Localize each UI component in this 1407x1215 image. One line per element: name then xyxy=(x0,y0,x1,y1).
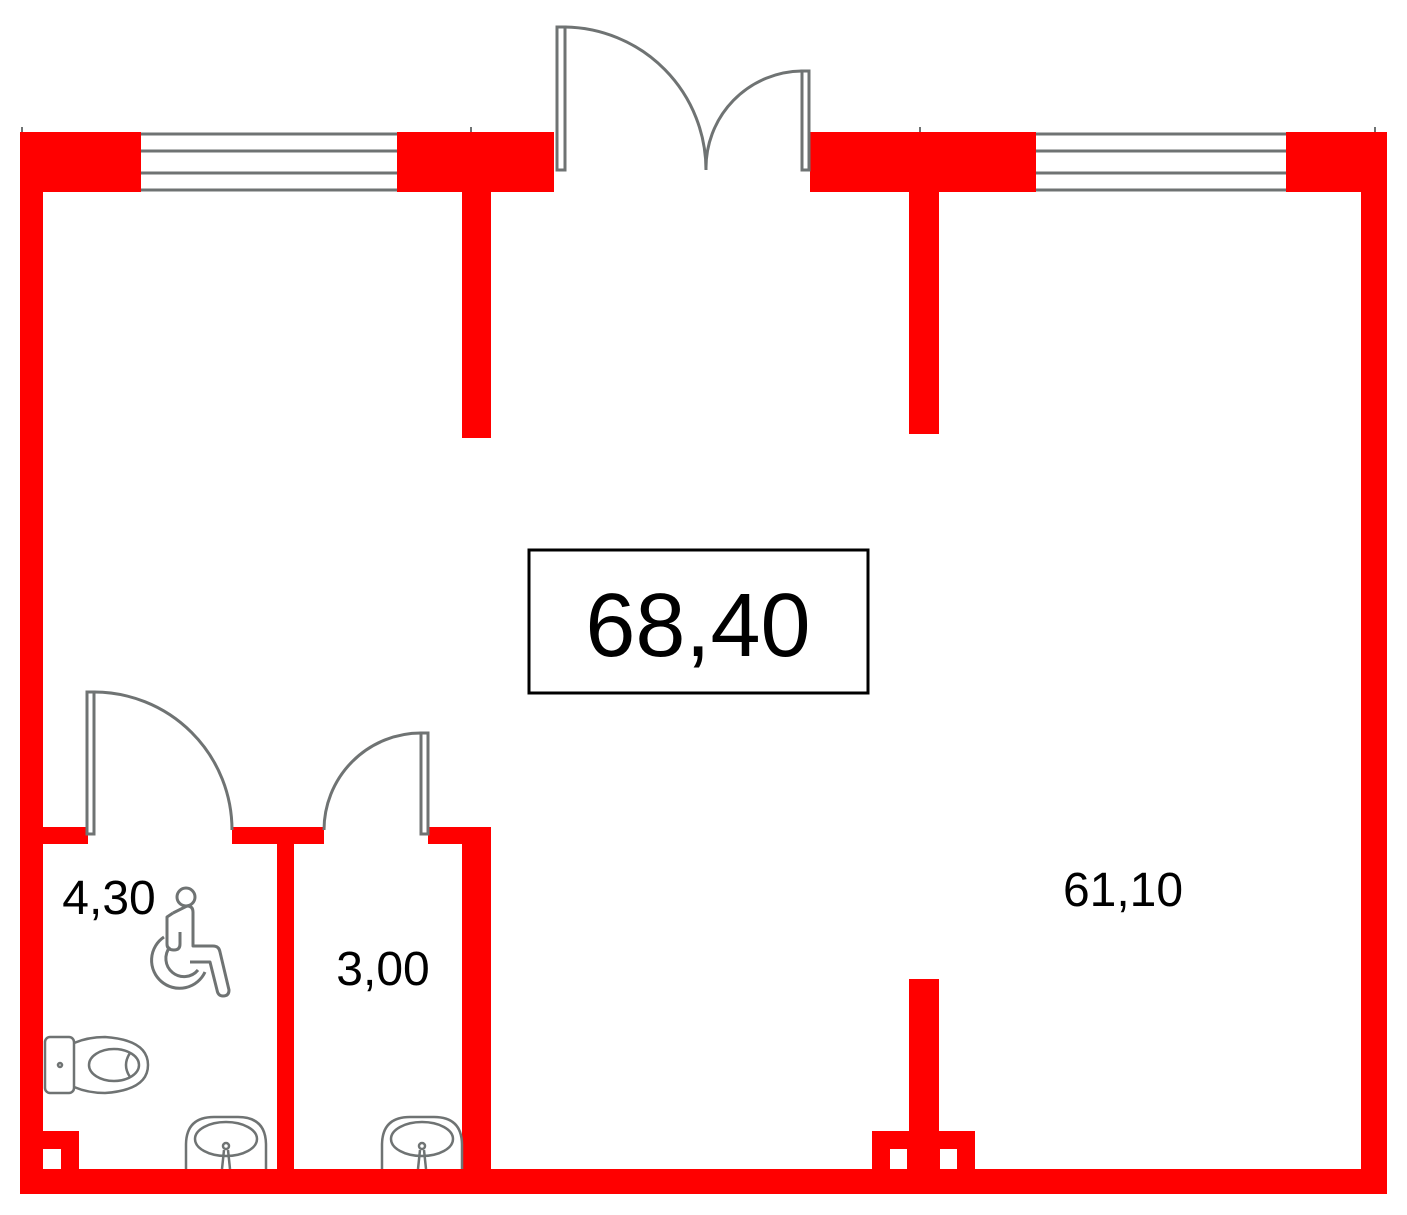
sink-icon xyxy=(380,1115,464,1170)
total-area-box xyxy=(527,548,870,695)
total-area-label: 68,40 xyxy=(585,576,810,676)
wall-left xyxy=(20,132,43,1194)
partition-v-mid xyxy=(277,843,294,1169)
column-bottom xyxy=(872,1131,975,1169)
pillar-left xyxy=(462,192,491,438)
partition-h-1 xyxy=(43,827,88,844)
room-area-restroom: 3,00 xyxy=(336,943,429,996)
wall-top-mid-right xyxy=(810,132,1036,192)
window-icon xyxy=(1036,132,1286,192)
wall-bottom xyxy=(20,1169,1387,1194)
sink-icon xyxy=(184,1115,268,1170)
walls xyxy=(20,132,1387,1194)
window-icon xyxy=(141,132,397,192)
wall-top-mid-left xyxy=(397,132,554,192)
door-icon[interactable] xyxy=(322,731,430,836)
room-area-accessible-restroom: 4,30 xyxy=(62,872,155,925)
wheelchair-icon xyxy=(150,886,231,998)
room-area-main: 61,10 xyxy=(1063,864,1183,917)
double-door-icon[interactable] xyxy=(555,25,811,172)
partition-h-2 xyxy=(232,827,324,844)
pillar-right xyxy=(909,192,939,434)
wall-right xyxy=(1361,132,1387,1194)
door-icon[interactable] xyxy=(85,690,234,836)
partition-v-right xyxy=(462,827,491,1169)
toilet-icon xyxy=(43,1035,150,1095)
